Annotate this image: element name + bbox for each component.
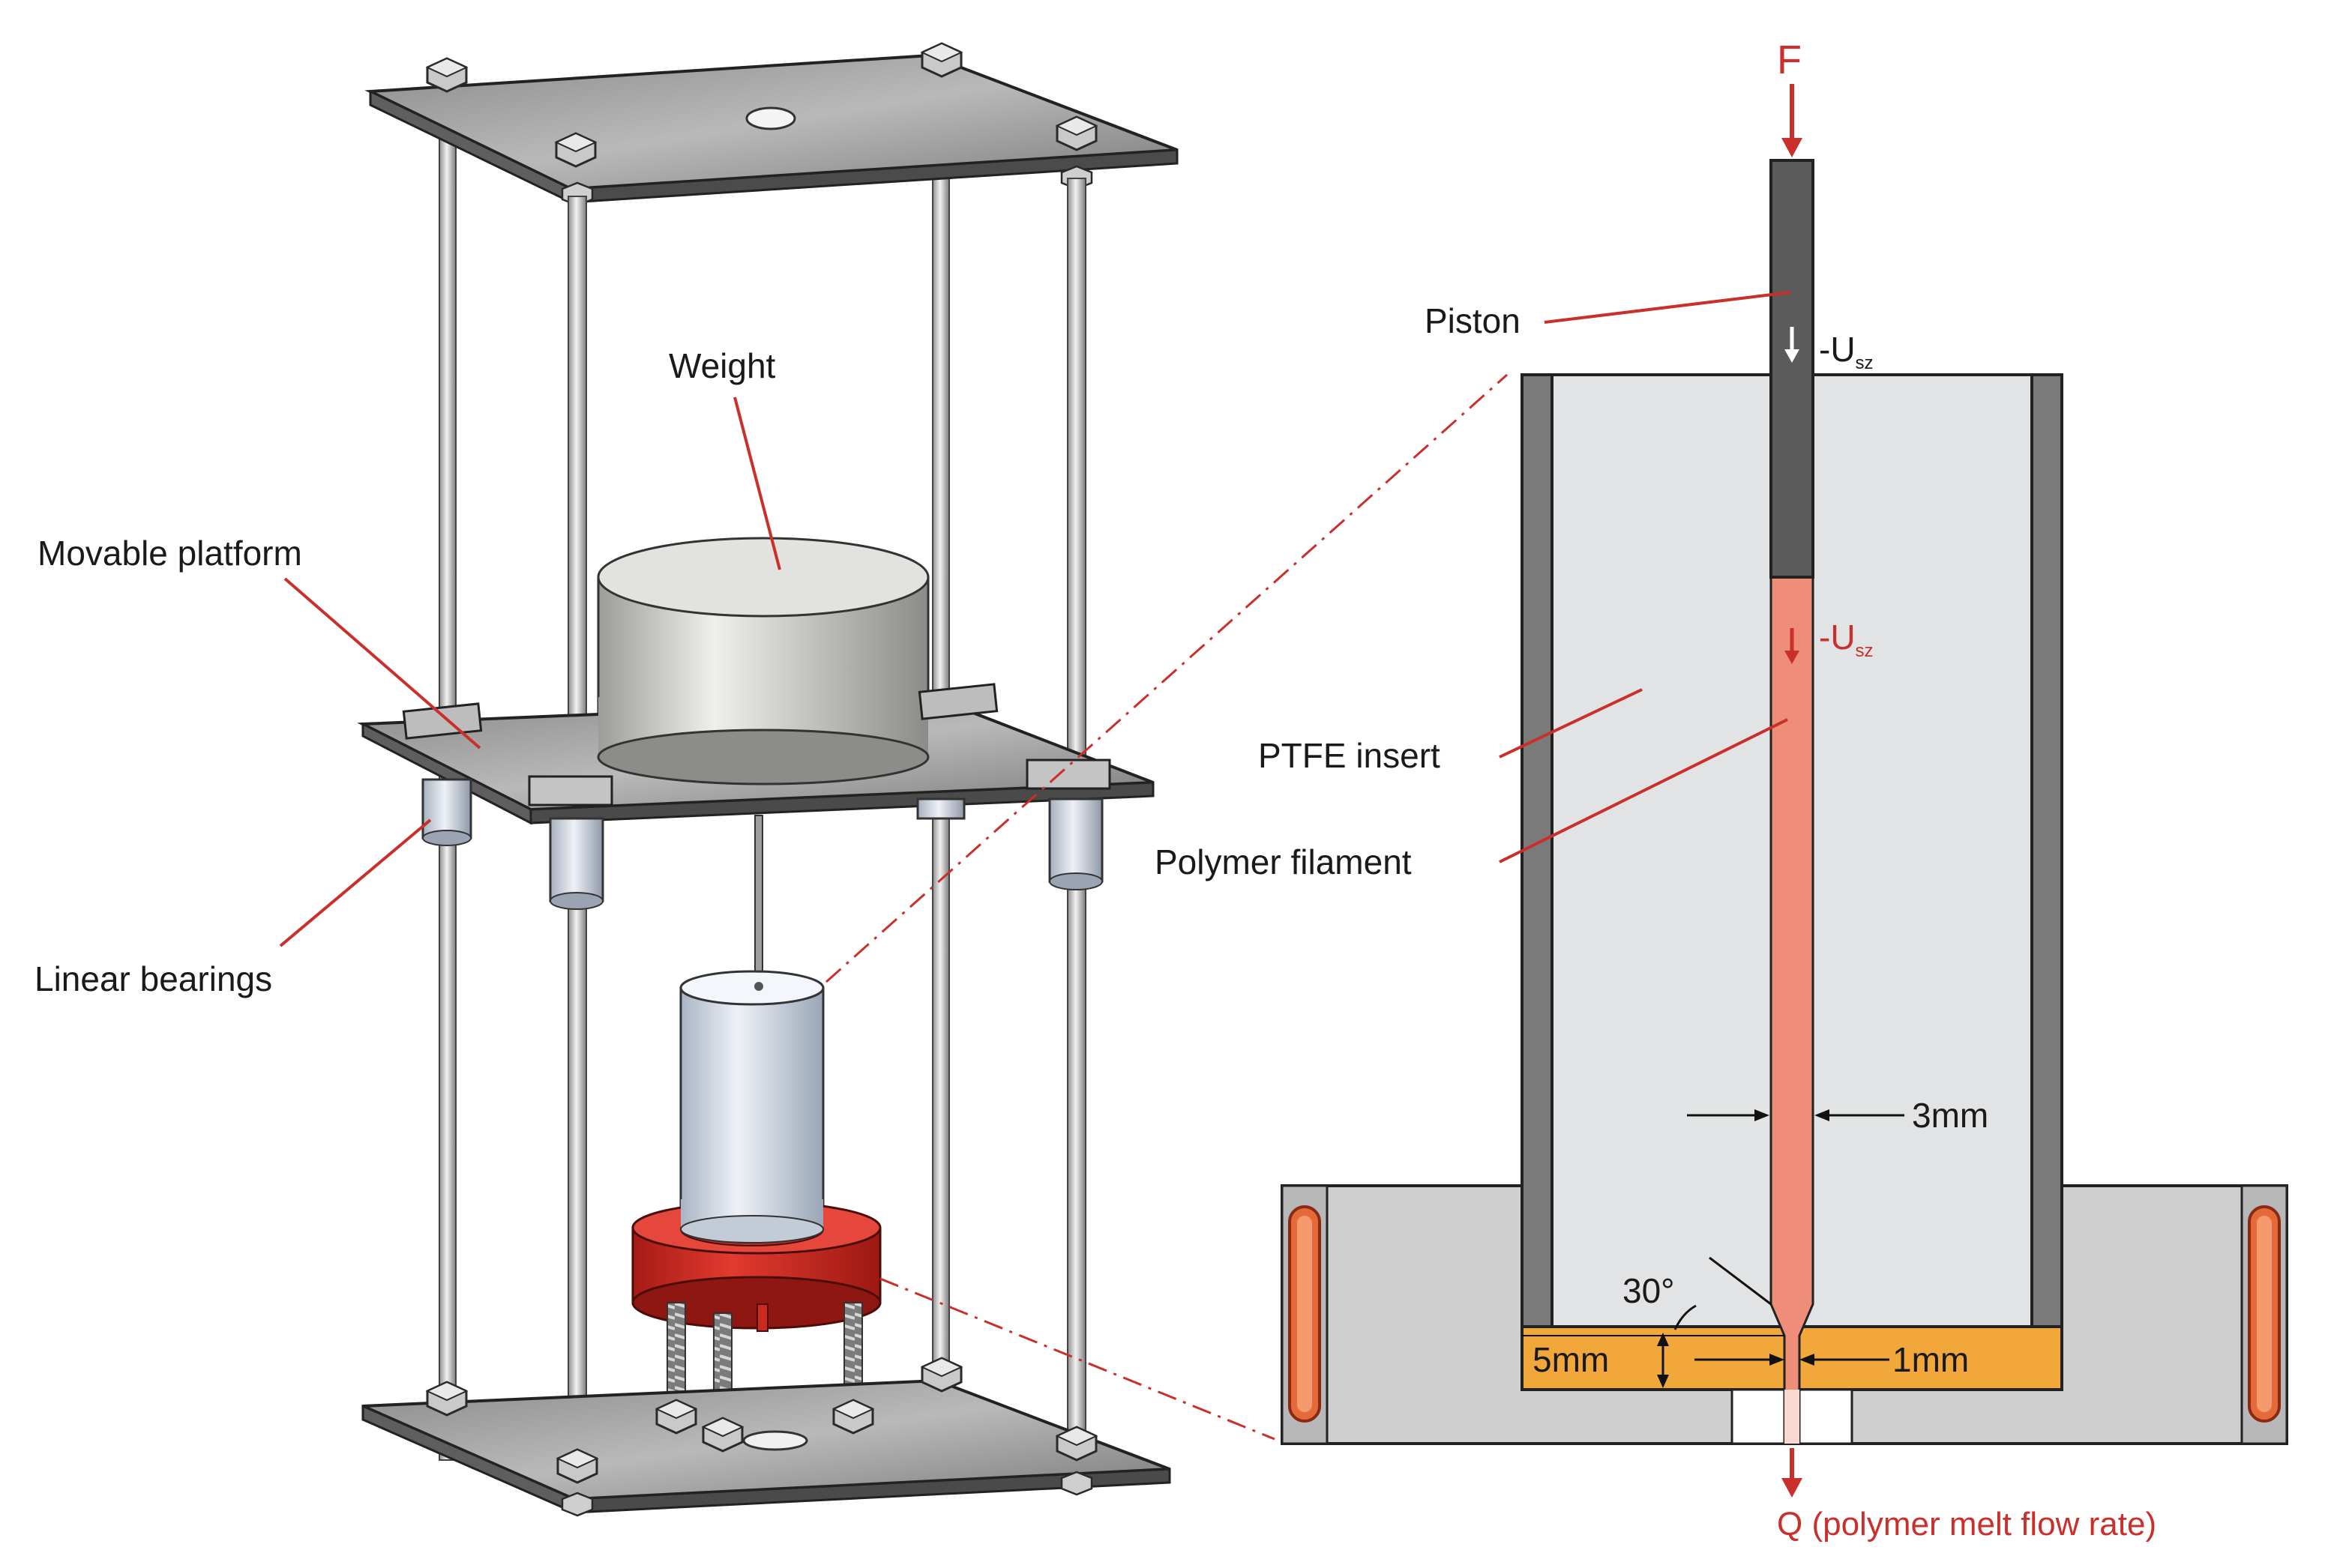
cross-section-diagram: F -Usz -Usz Piston PTFE insert Polymer f… [1155,37,2288,1543]
dim-5mm: 5mm [1522,1333,1784,1388]
dim-3mm-label: 3mm [1912,1096,1988,1135]
linear-bearings [421,778,1104,910]
dimension-arrow-icon [1814,1109,1829,1121]
piston [1769,159,1814,579]
linear-bearings-label: Linear bearings [34,959,272,998]
dim-5mm-label: 5mm [1533,1340,1609,1379]
top-plate-hole [745,106,796,130]
ptfe-leader-line [1499,688,1643,759]
piston-label: Piston [1425,301,1521,340]
angle-30-label: 30° [1622,1271,1675,1310]
barrel-wall-right [2030,373,2063,1328]
platform-leader-line [283,577,481,750]
dimension-arrow-icon [1799,1354,1814,1366]
angle-30: 30° [1622,1256,1772,1330]
heater-clamp-ring [631,1199,882,1332]
hex-nut-icon [561,1492,594,1517]
filament-leader-line [1499,718,1788,863]
weight-leader-line [733,396,781,570]
filament-velocity-label: -Usz [1819,618,1874,661]
polymer-filament [1769,576,1814,1445]
weight-label: Weight [669,346,776,385]
ptfe-insert-label: PTFE insert [1258,736,1440,775]
bearings-leader-line [279,818,432,947]
barrel-cylinder [679,970,825,1237]
zoom-connector-lines [825,373,1508,1441]
force-label: F [1777,37,1802,82]
movable-platform [357,683,1155,825]
dim-3mm: 3mm [1687,1096,1988,1135]
base-plate [361,1357,1171,1517]
flow-rate-label: Q (polymer melt flow rate) [1777,1506,2156,1543]
dimension-arrow-icon [1769,1354,1784,1366]
dim-1mm: 1mm [1694,1340,1969,1379]
dimension-arrow-icon [1754,1109,1769,1121]
push-rod [754,815,763,990]
hex-nut-icon [1060,1471,1093,1496]
piston-leader-line [1544,291,1791,324]
barrel-wall-left [1521,373,1553,1328]
movable-platform-label: Movable platform [37,534,302,573]
polymer-filament-label: Polymer filament [1155,842,1412,881]
dim-1mm-label: 1mm [1892,1340,1969,1379]
rig-3d-illustration: Weight Movable platform Linear bearings [34,42,1179,1517]
piston-velocity-label: -Usz [1819,330,1874,373]
